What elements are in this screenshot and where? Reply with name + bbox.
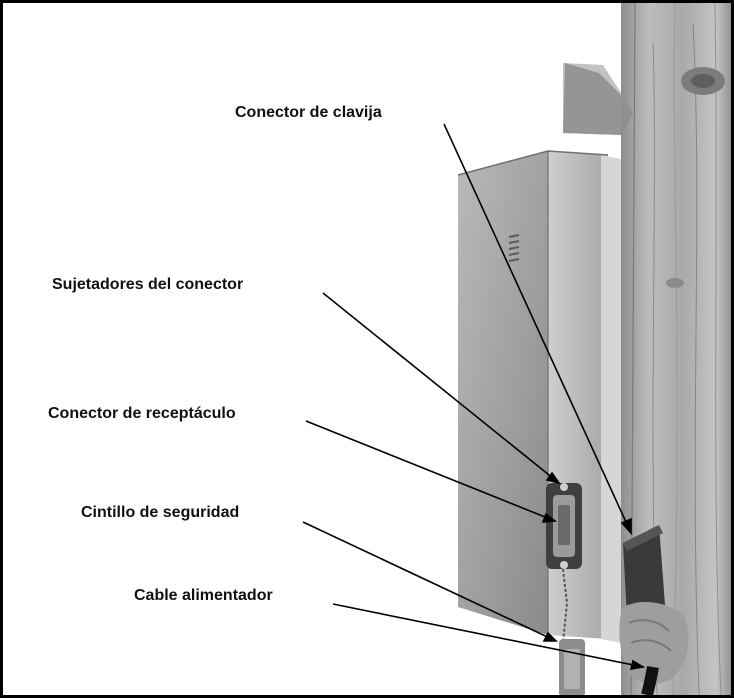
label-plug-connector: Conector de clavija [235,104,382,121]
receptacle-connector [546,483,582,569]
leader-lines [302,123,646,670]
feeder-cable [641,666,659,695]
leader-line-plug [443,123,632,534]
label-receptacle-connector: Conector de receptáculo [48,405,236,422]
leader-line-strap [302,521,557,642]
leader-line-cable [332,603,644,668]
leader-line-receptacle [305,420,556,522]
label-feeder-cable: Cable alimentador [134,587,273,604]
leader-line-fasteners [322,292,560,484]
arrowhead-receptacle [541,512,558,523]
fastener-bottom [560,561,568,569]
metal-enclosure [457,150,621,643]
photo-scene [302,3,731,695]
arrowhead-plug [620,517,632,536]
plug-connector [623,525,665,619]
label-connector-fasteners: Sujetadores del conector [52,276,244,293]
label-safety-strap: Cintillo de seguridad [81,504,240,521]
arrowhead-fasteners [545,471,561,485]
safety-strap [559,568,585,695]
arrowhead-strap [542,631,558,642]
vent-slots [508,234,520,262]
fastener-top [560,483,568,491]
arrowhead-cable [629,659,646,670]
